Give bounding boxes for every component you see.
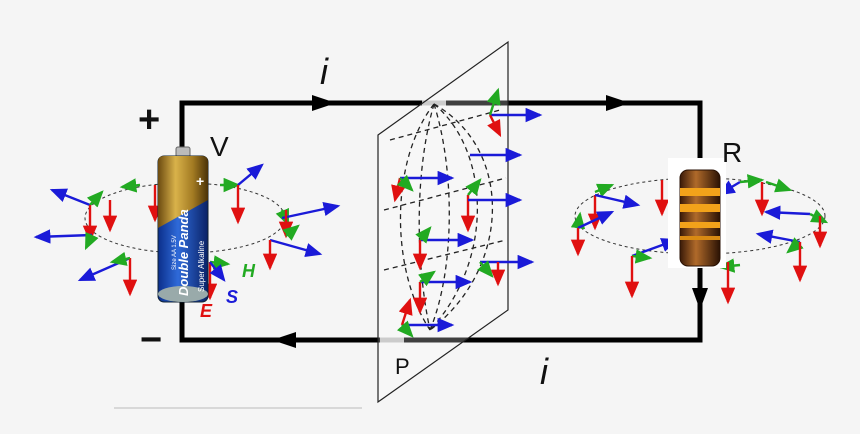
plane-vectors xyxy=(391,87,543,338)
minus-sign: − xyxy=(140,319,162,361)
battery-terminal-mark: + xyxy=(196,173,204,189)
plane-label: P xyxy=(395,354,410,379)
e-field-label: E xyxy=(200,301,213,321)
current-arrow-top-right xyxy=(606,95,630,111)
resistor xyxy=(668,158,726,268)
current-label-top: i xyxy=(320,51,329,92)
current-label-bottom: i xyxy=(540,351,549,392)
battery: Double Panda Super Alkaline Size AA 1.5V… xyxy=(157,146,209,303)
h-field-label: H xyxy=(242,261,256,281)
battery-brand: Double Panda xyxy=(176,209,191,296)
current-arrow-top-left xyxy=(312,95,336,111)
resistor-label: R xyxy=(722,137,742,168)
battery-type: Super Alkaline xyxy=(197,240,206,292)
current-arrow-right xyxy=(692,288,708,310)
current-arrow-bottom xyxy=(272,332,296,348)
plus-sign: + xyxy=(138,99,160,141)
plane-p xyxy=(377,40,509,404)
voltage-label: V xyxy=(210,131,229,162)
battery-field-ring xyxy=(33,163,341,301)
s-field-label: S xyxy=(226,287,238,307)
battery-size: Size AA 1.5V xyxy=(172,235,178,270)
